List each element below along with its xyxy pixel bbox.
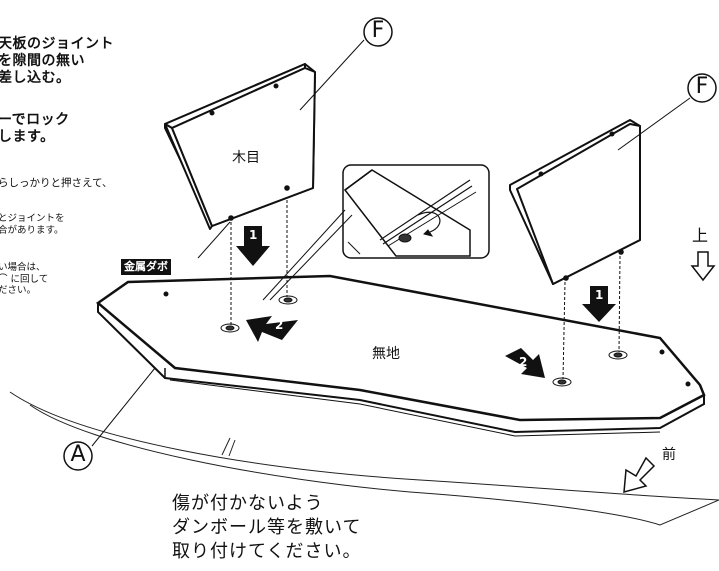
step-number-insert-left: 1 (249, 228, 258, 242)
callout-circles (63, 17, 717, 471)
callout-panel-left: F (371, 18, 385, 43)
dowel-holes (220, 295, 628, 387)
step-arrow-slide-right (505, 348, 545, 378)
metal-dowel-badge: 金属ダボ (121, 259, 171, 275)
step-arrow-insert-right (582, 286, 616, 322)
instruction-step-d: とジョイントを 合があります。 (0, 213, 65, 236)
instruction-step-a: 天板のジョイント を隙間の無い 差し込む。 (0, 36, 114, 87)
step-number-insert-right: 1 (595, 288, 604, 302)
label-front: 前 (662, 447, 676, 463)
detail-inset (342, 164, 490, 259)
panel-right (509, 119, 641, 285)
label-up: 上 (692, 226, 709, 245)
leader-lines (91, 39, 691, 447)
callout-panel-right: F (695, 74, 709, 99)
instruction-step-b: ーでロック します。 (0, 112, 70, 146)
label-wood-grain: 木目 (232, 150, 260, 166)
step-arrow-slide-left (246, 316, 298, 342)
cardboard-sheet (9, 391, 719, 526)
step-number-slide-right: 2 (519, 355, 528, 369)
callout-base: A (70, 442, 86, 467)
step-number-slide-left: 2 (275, 318, 284, 332)
base-board (95, 274, 706, 437)
instruction-step-e: い場合は、 ⌒ に回して ださい。 (0, 262, 49, 297)
label-plain: 無地 (372, 346, 400, 362)
step-arrow-insert-left (236, 226, 270, 266)
panel-left (164, 63, 316, 230)
protection-note: 傷が付かないよう ダンボール等を敷いて 取り付けてください。 (172, 493, 362, 562)
instruction-step-c: らしっかりと押さえて、 (0, 177, 113, 189)
guide-lines (230, 190, 621, 380)
front-arrow-icon (623, 456, 656, 494)
up-arrow-icon (690, 251, 716, 282)
